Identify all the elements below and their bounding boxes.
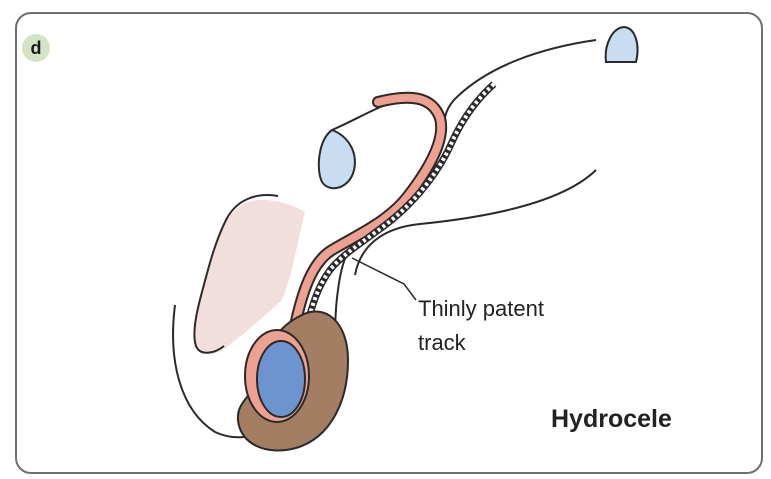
pubic-bone-upper bbox=[606, 27, 638, 62]
callout-leader bbox=[352, 258, 416, 300]
callout-line-1: Thinly patent bbox=[418, 292, 618, 326]
pubic-bone-lower bbox=[319, 130, 355, 188]
panel-letter-badge: d bbox=[22, 34, 50, 62]
callout-label: Thinly patent track bbox=[418, 292, 618, 360]
callout-line-2: track bbox=[418, 326, 618, 360]
panel-caption: Hydrocele bbox=[551, 405, 672, 434]
testis bbox=[257, 341, 305, 417]
panel-letter: d bbox=[31, 38, 42, 59]
